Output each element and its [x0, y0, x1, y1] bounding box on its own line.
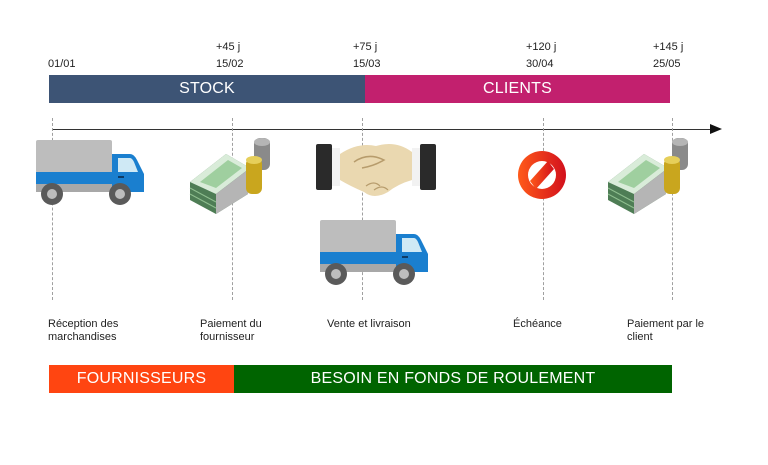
- money-stack-icon: [189, 138, 270, 214]
- tick-offset-3: +120 j: [526, 41, 557, 53]
- marker-line-0: [52, 118, 53, 300]
- band-fournisseurs: FOURNISSEURS: [49, 365, 234, 393]
- tick-date-3: 30/04: [526, 58, 554, 70]
- money-stack-icon: [607, 138, 688, 214]
- tick-date-4: 25/05: [653, 58, 681, 70]
- axis-arrowhead: [710, 124, 722, 134]
- marker-line-3: [543, 118, 544, 300]
- prohibited-icon: [518, 151, 566, 199]
- band-fournisseurs-label: FOURNISSEURS: [76, 370, 207, 387]
- band-bfr: BESOIN EN FONDS DE ROULEMENT: [234, 365, 672, 393]
- tick-date-1: 15/02: [216, 58, 244, 70]
- delivery-truck-icon: [36, 140, 144, 205]
- time-axis: [52, 129, 712, 130]
- band-stock: STOCK: [49, 75, 365, 103]
- marker-line-4: [672, 118, 673, 300]
- delivery-truck-icon: [320, 220, 428, 285]
- marker-line-1: [232, 118, 233, 300]
- band-stock-label: STOCK: [179, 80, 235, 97]
- event-label-echeance: Échéance: [513, 318, 562, 330]
- event-label-vente-livraison: Vente et livraison: [327, 318, 411, 330]
- band-clients-label: CLIENTS: [483, 80, 552, 97]
- event-label-reception: Réception des marchandises: [48, 318, 119, 343]
- tick-date-2: 15/03: [353, 58, 381, 70]
- event-label-paiement-fournisseur: Paiement du fournisseur: [200, 318, 262, 343]
- event-label-paiement-client: Paiement par le client: [627, 318, 705, 343]
- tick-offset-2: +75 j: [353, 41, 378, 53]
- band-bfr-label: BESOIN EN FONDS DE ROULEMENT: [310, 370, 596, 387]
- tick-offset-4: +145 j: [653, 41, 684, 53]
- tick-date-0: 01/01: [48, 58, 76, 70]
- tick-offset-1: +45 j: [216, 41, 241, 53]
- handshake-icon: [316, 144, 436, 196]
- band-clients: CLIENTS: [365, 75, 670, 103]
- marker-line-2: [362, 118, 363, 300]
